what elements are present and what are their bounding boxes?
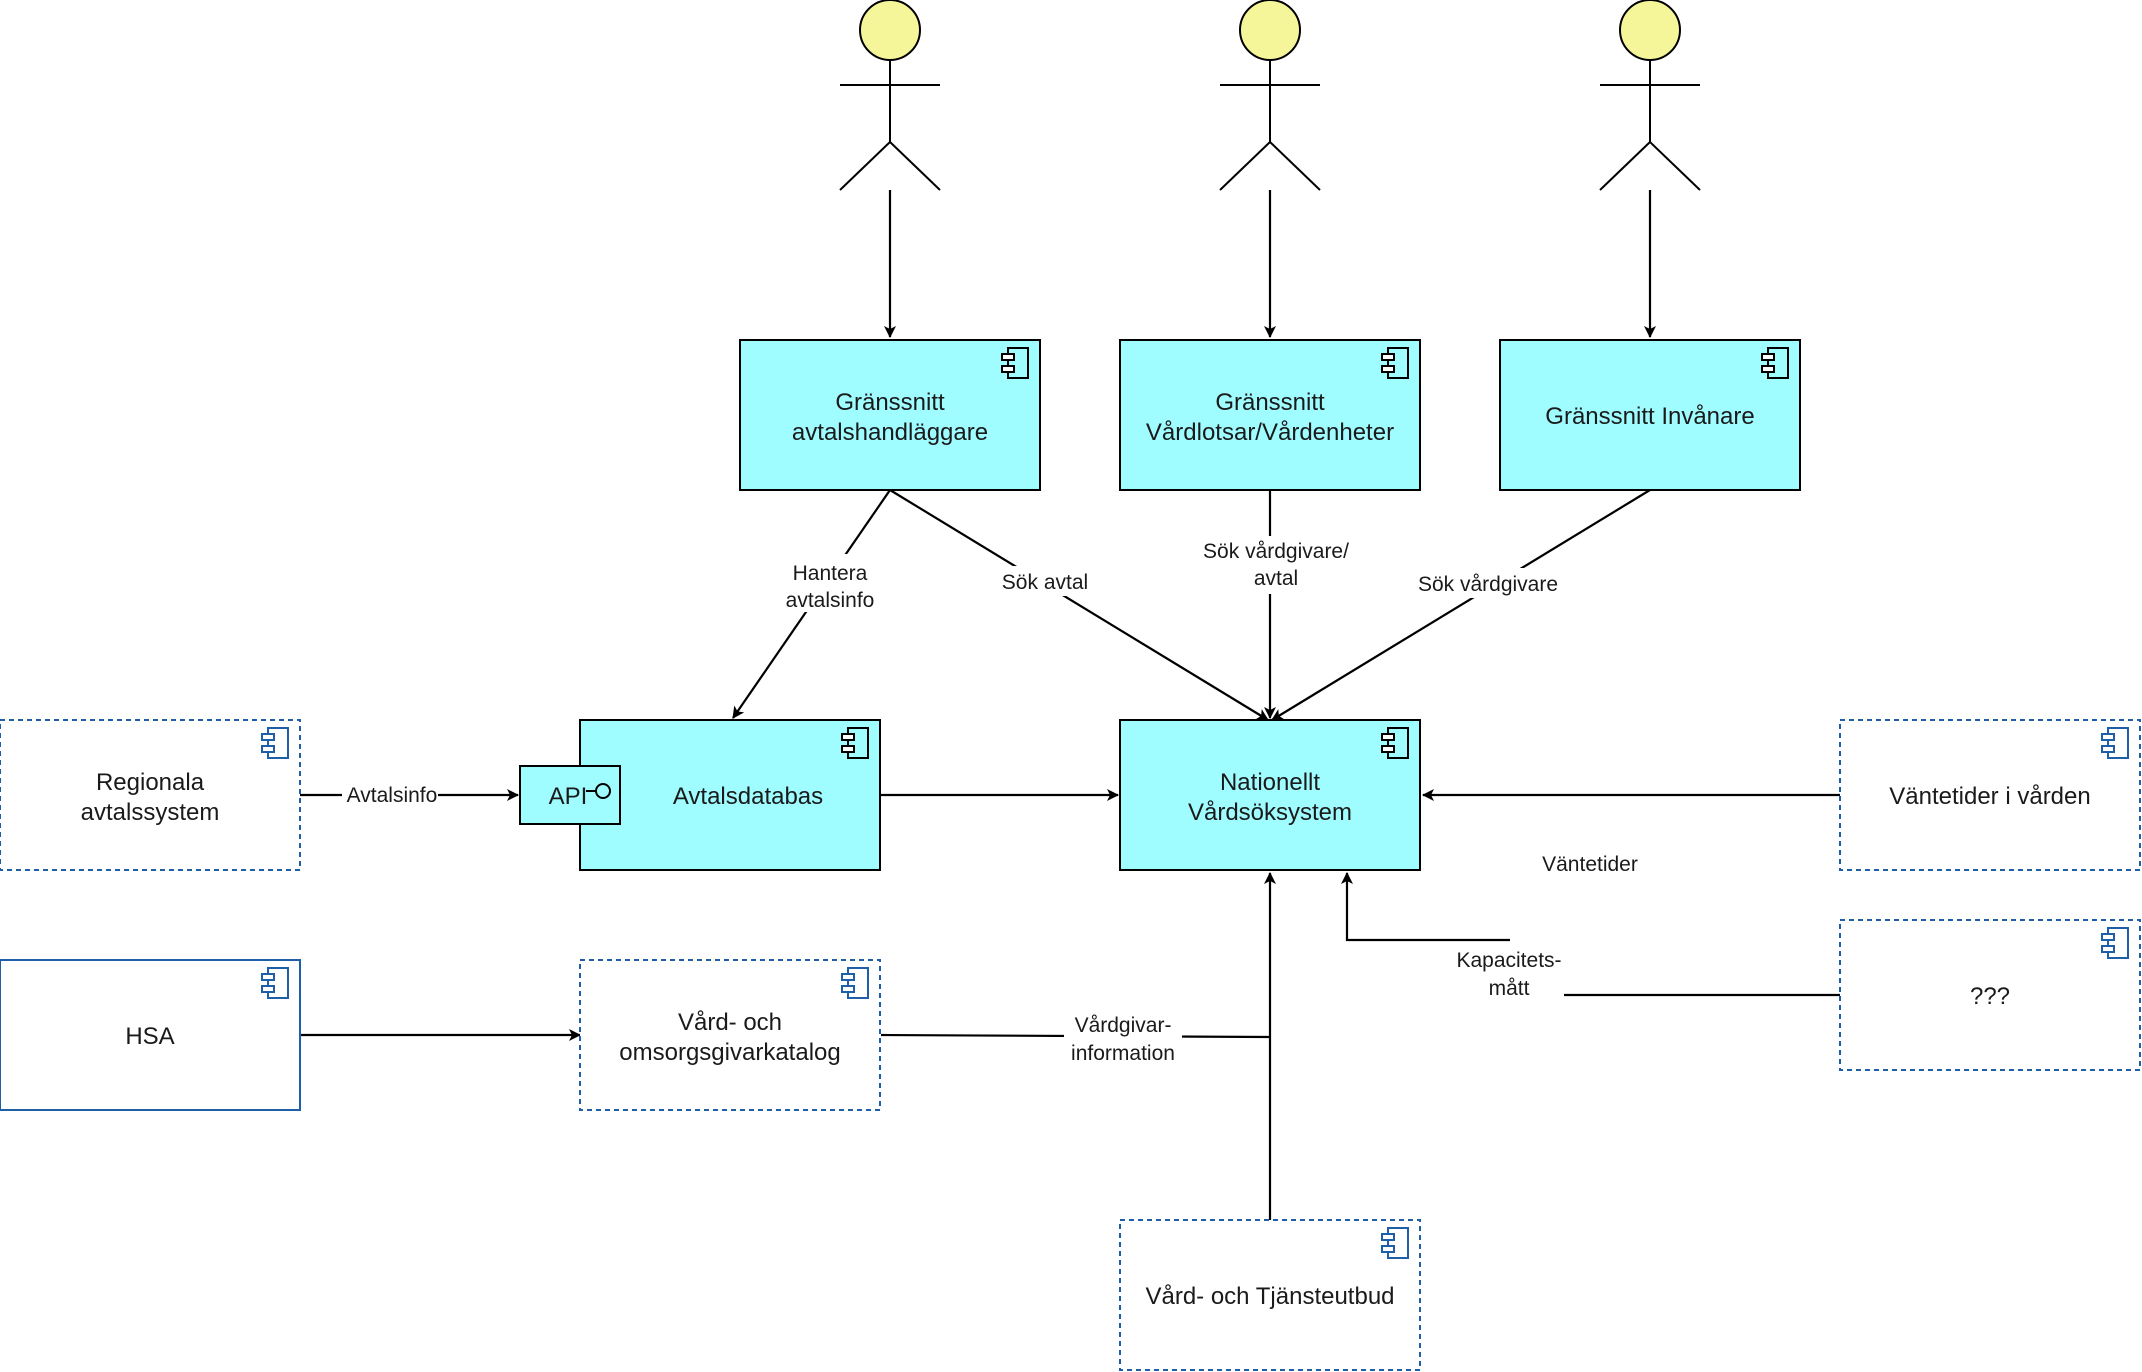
regionala-avtalssystem-box[interactable]: Regionala avtalssystem (0, 719, 301, 871)
edge-label-sok-avtal: Sök avtal (1002, 571, 1088, 594)
component-icon (1381, 727, 1409, 759)
unknown-system-box[interactable]: ??? (1839, 919, 2141, 1071)
actor-left-leg (1599, 141, 1651, 191)
edge-label-vantetider: Väntetider (1542, 853, 1638, 876)
actor-left-leg (1219, 141, 1271, 191)
nationellt-vardsoksystem-box[interactable]: Nationellt Vårdsöksystem (1119, 719, 1421, 871)
edge-label-hantera-1: Hantera (793, 562, 868, 585)
box-frame (1119, 339, 1421, 491)
edge-label-kapacitet-1: Kapacitets- (1456, 949, 1561, 972)
box-label-line-1: Avtalsdatabas (673, 783, 823, 810)
hsa-box[interactable]: HSA (0, 959, 301, 1111)
label-bg (342, 782, 438, 808)
box-frame (1839, 719, 2141, 871)
granssnitt-avtalshandlaggare-box[interactable]: Gränssnitt avtalshandläggare (739, 339, 1041, 491)
box-label-line-1: ??? (1970, 983, 2010, 1010)
omsorgsgivarkatalog-box[interactable]: Vård- och omsorgsgivarkatalog (579, 959, 881, 1111)
kapacitet-connector-b[interactable] (1341, 872, 1510, 942)
box-label-line-1: Gränssnitt (835, 389, 945, 416)
actor-head-icon (1619, 0, 1681, 61)
box-label-line-2: omsorgsgivarkatalog (619, 1039, 840, 1066)
component-icon (261, 967, 289, 999)
box-frame (579, 959, 881, 1111)
box-label-line-1: Nationellt (1220, 769, 1320, 796)
actor-head-icon (1239, 0, 1301, 61)
box-frame (1499, 339, 1801, 491)
edge-label-sok-vardgivare: Sök vårdgivare (1418, 573, 1558, 596)
label-bg (1196, 536, 1346, 594)
box-label-line-1: Vård- och Tjänsteutbud (1145, 1283, 1394, 1310)
box-label-line-1: HSA (125, 1023, 174, 1050)
edge-labels: Hantera avtalsinfo Sök avtal Sök vårdgiv… (342, 536, 1638, 1066)
box-frame (739, 339, 1041, 491)
box-label-line-2: avtalshandläggare (792, 419, 988, 446)
edge-label-hantera-2: avtalsinfo (786, 589, 875, 612)
box-frame (579, 719, 881, 871)
actor-right-leg (889, 141, 941, 191)
box-frame (0, 719, 301, 871)
box-label-line-2: Vårdsöksystem (1188, 799, 1352, 826)
component-icon (1761, 347, 1789, 379)
api-port[interactable]: API (519, 765, 621, 825)
vantetider-i-varden-box[interactable]: Väntetider i vården (1839, 719, 2141, 871)
component-icon (1001, 347, 1029, 379)
api-port-label: API (549, 783, 588, 810)
component-icon (1381, 1227, 1409, 1259)
component-icon (261, 727, 289, 759)
component-icon (841, 727, 869, 759)
box-label-line-1: Väntetider i vården (1889, 783, 2090, 810)
actor-head-icon (859, 0, 921, 61)
edge-label-vardgivarinfo-1: Vårdgivar- (1075, 1014, 1172, 1037)
box-frame (0, 959, 301, 1111)
granssnitt-invanare-box[interactable]: Gränssnitt Invånare (1499, 339, 1801, 491)
actor-invanare[interactable] (1599, 0, 1701, 191)
component-icon (841, 967, 869, 999)
box-frame (1119, 1219, 1421, 1371)
actor-avtalshandlaggare[interactable] (839, 0, 941, 191)
edge-label-avtalsinfo: Avtalsinfo (347, 784, 438, 807)
box-label-line-1: Gränssnitt (1215, 389, 1325, 416)
tjansteutbud-box[interactable]: Vård- och Tjänsteutbud (1119, 1219, 1421, 1371)
component-icon (1381, 347, 1409, 379)
granssnitt-vardlotsar-box[interactable]: Gränssnitt Vårdlotsar/Vårdenheter (1119, 339, 1421, 491)
sok-vardgivare-connector[interactable] (1271, 489, 1651, 721)
api-lollipop-icon (595, 783, 611, 799)
label-bg (1064, 1010, 1182, 1066)
label-bg (1412, 568, 1564, 598)
box-label-line-2: Vårdlotsar/Vårdenheter (1146, 419, 1394, 446)
actor-right-leg (1269, 141, 1321, 191)
box-label-line-1: Regionala (96, 769, 205, 796)
label-bg (1452, 944, 1564, 1000)
box-frame (1119, 719, 1421, 871)
avtalsdatabas-box[interactable]: Avtalsdatabas (579, 719, 881, 871)
edge-label-vardgivarinfo-2: information (1071, 1042, 1175, 1065)
api-port-frame (519, 765, 621, 825)
component-icon (2101, 927, 2129, 959)
box-label-line-2: avtalssystem (81, 799, 220, 826)
actor-vardlotsar[interactable] (1219, 0, 1321, 191)
actor-right-leg (1649, 141, 1701, 191)
box-label-line-1: Vård- och (678, 1009, 782, 1036)
box-label-line-1: Gränssnitt Invånare (1545, 403, 1754, 430)
box-frame (1839, 919, 2141, 1071)
edge-label-kapacitet-2: mått (1489, 977, 1530, 1000)
component-icon (2101, 727, 2129, 759)
label-bg (778, 554, 882, 612)
label-bg (996, 566, 1094, 596)
sok-avtal-connector[interactable] (889, 489, 1269, 721)
edge-label-sok-vardgivare-avtal-2: avtal (1254, 567, 1298, 590)
actor-left-leg (839, 141, 891, 191)
edge-label-sok-vardgivare-avtal-1: Sök vårdgivare/ (1203, 540, 1349, 563)
